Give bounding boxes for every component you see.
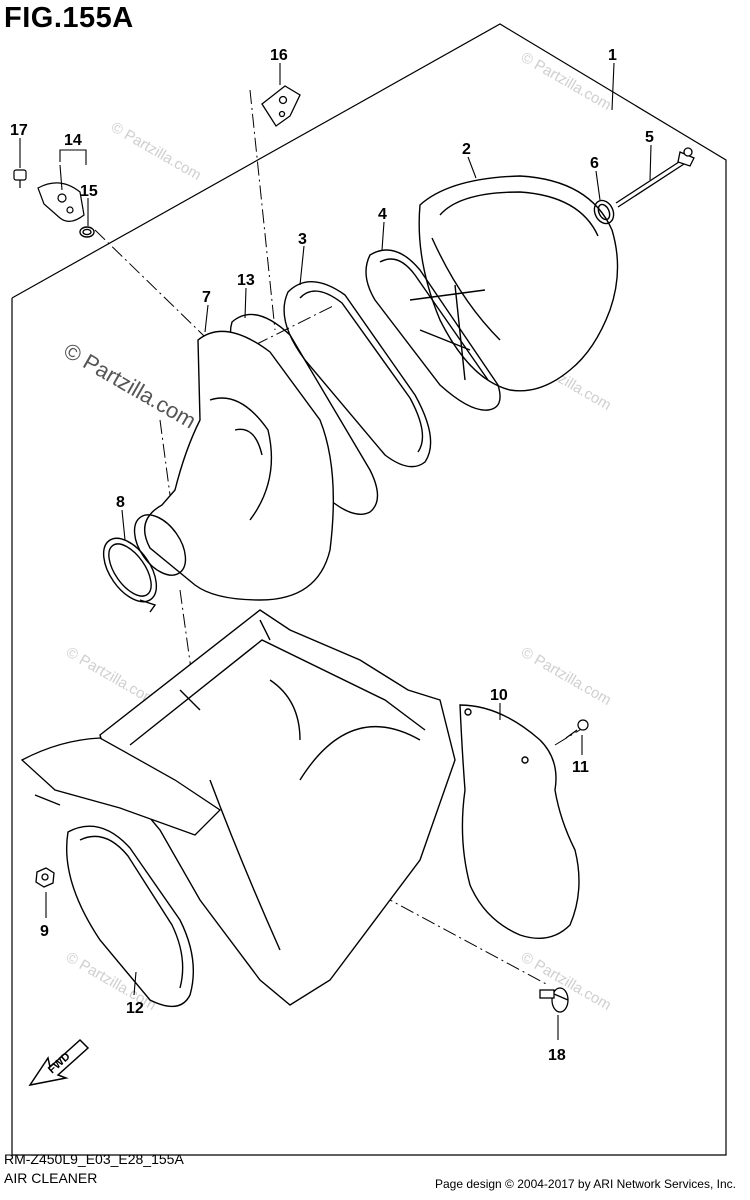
part-8-clamp: [102, 514, 187, 613]
callout-1: 1: [608, 47, 617, 64]
diagram-code: RM-Z450L9_E03_E28_155A: [4, 1151, 184, 1167]
part-11-screw: [565, 719, 589, 739]
callouts: 1 2 3 4 5 6 7 8 9 10 11 12 13 14 15 16 1…: [10, 47, 654, 1064]
callout-2: 2: [462, 141, 471, 158]
part-17-bolt: [13, 169, 27, 188]
callout-9: 9: [40, 923, 49, 940]
fwd-arrow-icon: FWD: [28, 1038, 90, 1087]
callout-13: 13: [237, 272, 255, 289]
callout-10: 10: [490, 687, 508, 704]
air-box-housing: [99, 609, 456, 1006]
part-2-air-filter: [418, 175, 619, 392]
callout-7: 7: [202, 289, 211, 306]
part-9-nut: [35, 867, 55, 888]
leader-lines: [19, 62, 652, 1040]
part-10-side-cover: [459, 704, 580, 939]
figure-title: FIG.155A: [4, 2, 134, 34]
watermark-main: © Partzilla.com: [60, 338, 201, 434]
part-5-bolt: [615, 147, 695, 208]
callout-4: 4: [378, 206, 387, 223]
watermark: © Partzilla.com: [63, 949, 159, 1014]
callout-14: 14: [64, 132, 82, 149]
callout-12: 12: [126, 1000, 144, 1017]
part-12-gasket: [65, 825, 195, 1008]
callout-16: 16: [270, 47, 288, 64]
watermark: © Partzilla.com: [518, 49, 614, 114]
callout-17: 17: [10, 122, 28, 139]
section-name: AIR CLEANER: [4, 1170, 98, 1186]
callout-11: 11: [572, 759, 589, 776]
watermark: © Partzilla.com: [518, 644, 614, 709]
part-7-intake-body: [143, 330, 335, 601]
callout-6: 6: [590, 155, 599, 172]
copyright-notice: Page design © 2004-2017 by ARI Network S…: [434, 1177, 736, 1191]
part-18-bolt: [539, 987, 569, 1013]
callout-8: 8: [116, 494, 125, 511]
side-flap: [20, 737, 222, 836]
part-15-o-ring: [79, 226, 95, 238]
part-6-washer: [593, 199, 615, 225]
callout-3: 3: [298, 231, 307, 248]
assembly-boundary: [11, 23, 727, 1156]
part-16-bracket: [261, 85, 301, 127]
callout-15: 15: [80, 183, 98, 200]
watermark: © Partzilla.com: [108, 119, 204, 184]
callout-5: 5: [645, 129, 654, 146]
part-14-breather: [37, 182, 85, 222]
part-4-filter-cage: [365, 249, 501, 411]
callout-18: 18: [548, 1047, 566, 1064]
watermark: © Partzilla.com: [63, 644, 159, 709]
